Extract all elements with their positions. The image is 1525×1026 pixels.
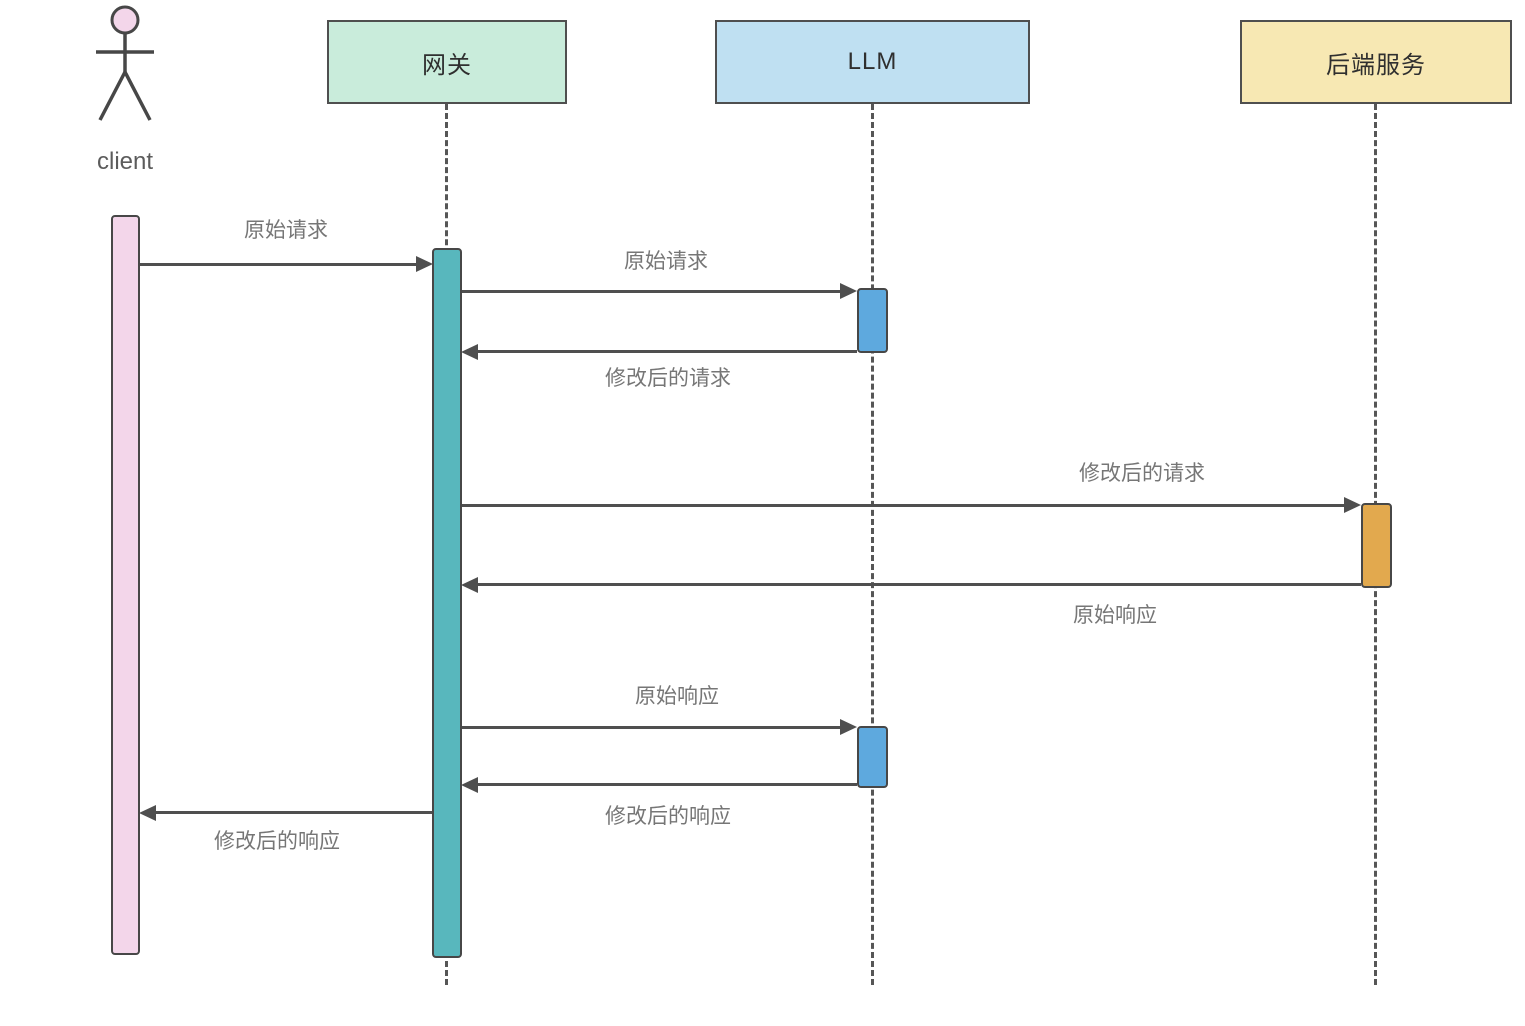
lifeline-llm: [871, 104, 874, 985]
message-line: [478, 350, 857, 353]
arrowhead-right-icon: [416, 256, 433, 272]
message-label: 原始请求: [624, 250, 708, 273]
message-label: 原始请求: [244, 219, 328, 242]
arrowhead-left-icon: [461, 344, 478, 360]
message-label: 原始响应: [1073, 604, 1157, 627]
participant-gateway: 网关: [327, 20, 567, 104]
message-label: 原始响应: [635, 685, 719, 708]
message-line: [140, 263, 418, 266]
activation-backend: [1361, 503, 1392, 588]
message-label: 修改后的响应: [605, 805, 731, 828]
participant-backend: 后端服务: [1240, 20, 1512, 104]
activation-llm-2: [857, 726, 888, 788]
person-icon: [96, 5, 154, 121]
activation-client: [111, 215, 140, 955]
message-label: 修改后的请求: [605, 367, 731, 390]
arrowhead-right-icon: [840, 283, 857, 299]
arrowhead-right-icon: [1344, 497, 1361, 513]
message-line: [156, 811, 432, 814]
message-line: [462, 726, 842, 729]
participant-llm: LLM: [715, 20, 1030, 104]
arrowhead-left-icon: [139, 805, 156, 821]
arrowhead-left-icon: [461, 777, 478, 793]
message-line: [478, 783, 857, 786]
message-line: [462, 290, 842, 293]
activation-gateway: [432, 248, 462, 958]
message-line: [478, 583, 1361, 586]
message-line: [462, 504, 1345, 507]
arrowhead-left-icon: [461, 577, 478, 593]
message-label: 修改后的请求: [1079, 462, 1205, 485]
arrowhead-right-icon: [840, 719, 857, 735]
activation-llm-1: [857, 288, 888, 353]
message-label: 修改后的响应: [214, 830, 340, 853]
actor-client-label: client: [96, 148, 154, 175]
actor-client: [90, 4, 160, 133]
